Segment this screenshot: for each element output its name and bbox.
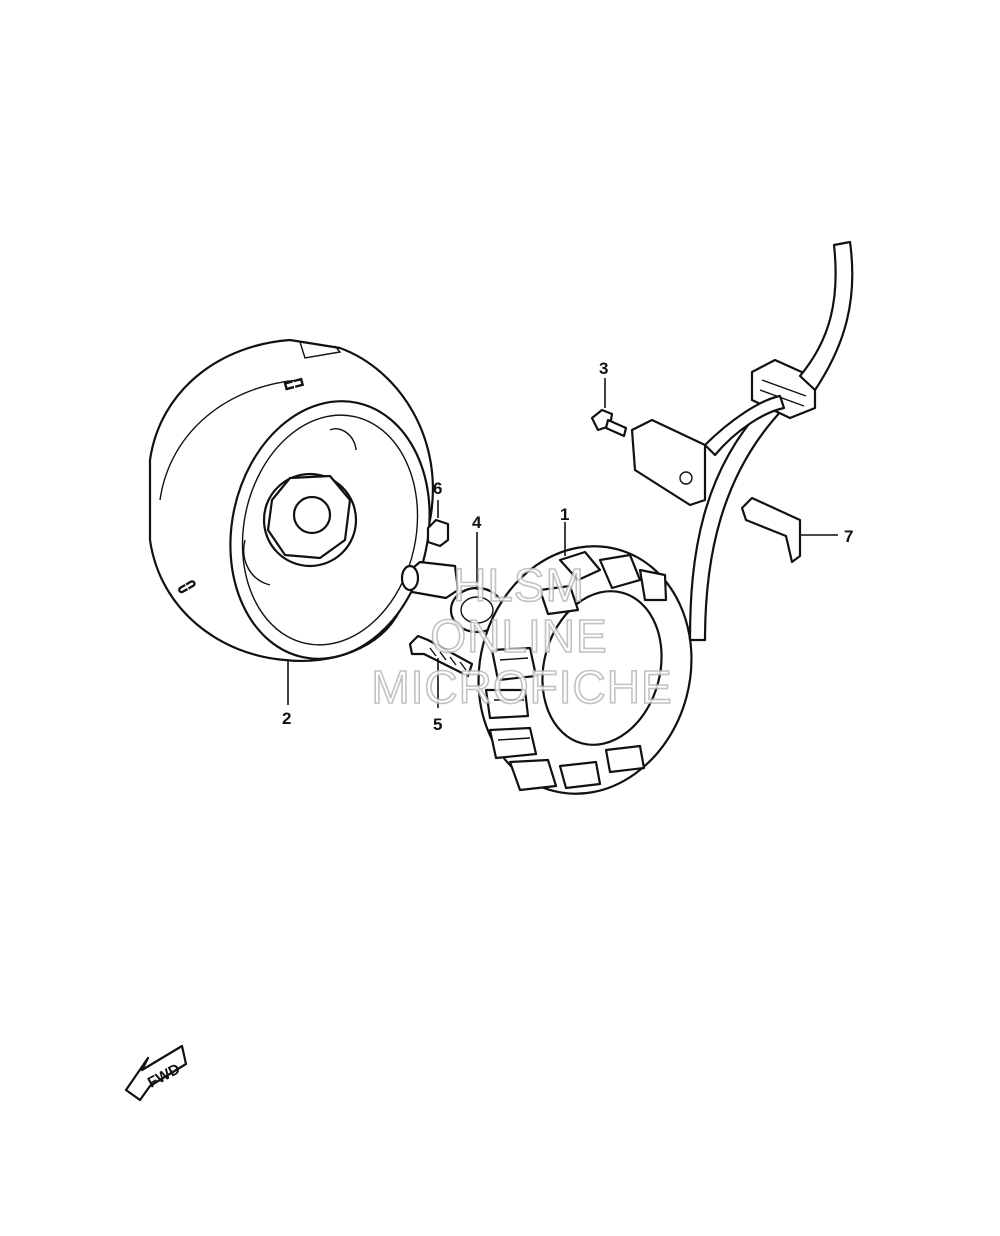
callout-2: 2 [282,709,291,728]
forward-arrow-icon: FWD [124,1044,188,1102]
watermark-line-1: HLSM [453,559,585,611]
callout-6: 6 [433,479,442,498]
key-part [426,518,450,548]
watermark-line-2: ONLINE [430,610,607,662]
watermark: HLSM ONLINE MICROFICHE [371,558,673,714]
rotor-flywheel: ⊏⊐ ⊂⊃ [148,338,434,662]
screw-part [590,408,628,438]
clamp-part [740,496,802,564]
svg-text:⊏⊐: ⊏⊐ [282,374,305,393]
callout-7: 7 [844,527,853,546]
stator [477,545,693,795]
bolt-part [408,634,474,678]
callout-5: 5 [433,715,442,734]
callout-1: 1 [560,505,569,524]
watermark-line-3: MICROFICHE [371,661,672,713]
starter-gear [400,560,505,634]
callout-3: 3 [599,359,608,378]
callout-4: 4 [472,513,482,532]
wiring-harness [630,240,854,642]
